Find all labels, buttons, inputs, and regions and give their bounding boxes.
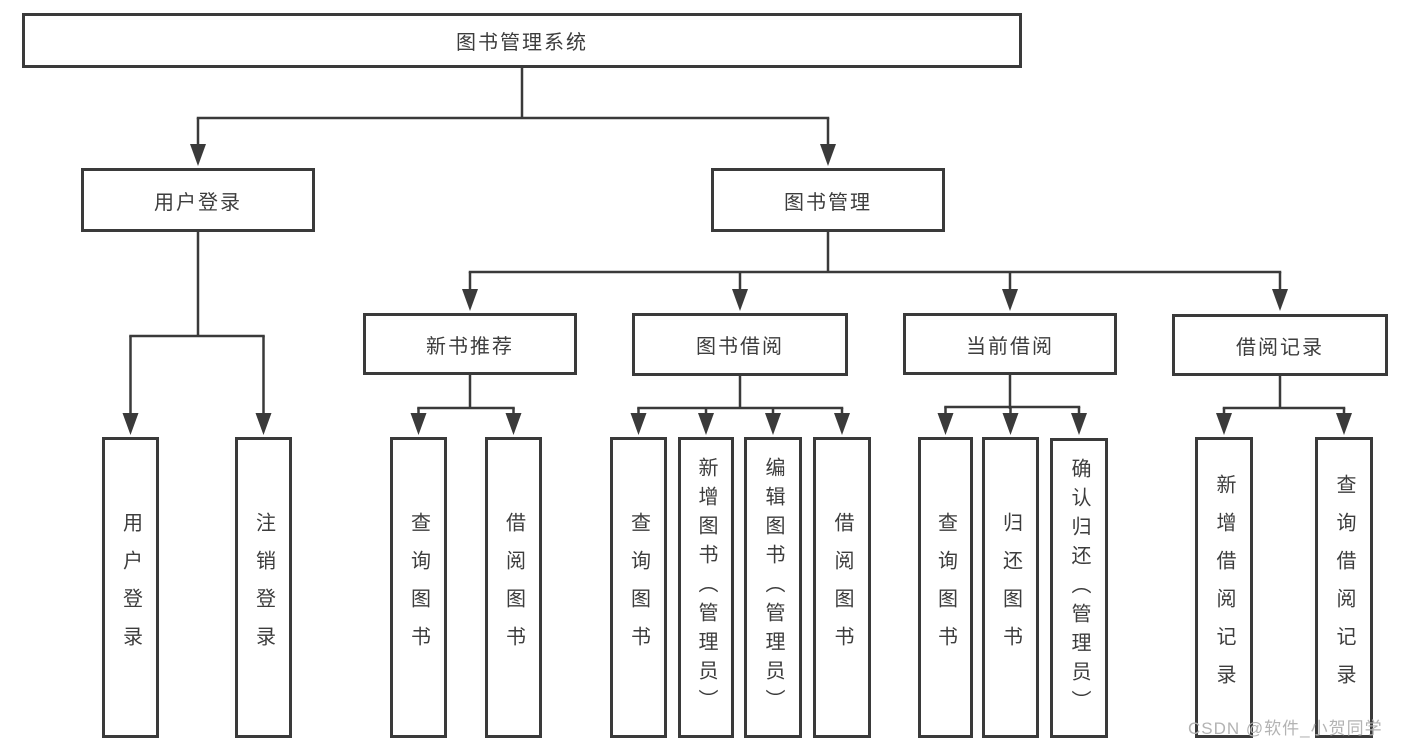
arrow-down-icon <box>1272 289 1288 311</box>
arrow-down-icon <box>190 144 206 166</box>
leaf-logout: 注销登录 <box>235 437 292 738</box>
node-root-label: 图书管理系统 <box>456 32 588 54</box>
arrow-down-icon <box>765 413 781 435</box>
arrow-down-icon <box>1002 289 1018 311</box>
leaf-record-query-label: 查询借阅记录 <box>1333 473 1355 702</box>
arrow-down-icon <box>1002 413 1019 435</box>
connector-current-borrow-split <box>937 375 1087 435</box>
node-borrow-record: 借阅记录 <box>1172 314 1388 376</box>
arrow-down-icon <box>255 413 272 435</box>
leaf-newbook-borrow: 借阅图书 <box>485 437 542 738</box>
leaf-logout-label: 注销登录 <box>252 511 275 664</box>
arrow-down-icon <box>1216 413 1232 435</box>
leaf-record-query: 查询借阅记录 <box>1315 437 1373 738</box>
leaf-current-confirm-return-label: 确认归还（管理员） <box>1068 457 1090 719</box>
leaf-borrow-edit-book-label: 编辑图书（管理员） <box>762 457 784 718</box>
leaf-current-return: 归还图书 <box>982 437 1039 738</box>
arrow-down-icon <box>1071 413 1087 435</box>
node-book-borrow-label: 图书借阅 <box>696 336 784 358</box>
connector-root-split <box>190 68 836 166</box>
arrow-down-icon <box>122 413 139 435</box>
leaf-current-return-label: 归还图书 <box>999 511 1022 664</box>
node-current-borrow-label: 当前借阅 <box>966 335 1054 358</box>
leaf-borrow-add-book: 新增图书（管理员） <box>678 437 734 738</box>
csdn-watermark: CSDN @软件_小贺同学 <box>1188 719 1383 738</box>
leaf-newbook-query-label: 查询图书 <box>407 511 430 664</box>
connector-user-login-split <box>122 232 272 435</box>
arrow-down-icon <box>937 413 954 435</box>
arrow-down-icon <box>630 413 647 435</box>
arrow-down-icon <box>410 413 427 435</box>
node-book-mgmt: 图书管理 <box>711 168 945 232</box>
leaf-user-login-label: 用户登录 <box>119 511 142 664</box>
leaf-borrow-query-label: 查询图书 <box>627 511 650 664</box>
leaf-current-confirm-return: 确认归还（管理员） <box>1050 438 1108 738</box>
leaf-record-add: 新增借阅记录 <box>1195 437 1253 738</box>
node-new-book-recommend: 新书推荐 <box>363 313 577 375</box>
arrow-down-icon <box>820 144 836 166</box>
leaf-borrow-add-book-label: 新增图书（管理员） <box>695 457 717 718</box>
leaf-borrow-borrow-book: 借阅图书 <box>813 437 871 738</box>
node-user-login: 用户登录 <box>81 168 315 232</box>
arrow-down-icon <box>834 413 850 435</box>
leaf-borrow-edit-book: 编辑图书（管理员） <box>744 437 802 738</box>
arrow-down-icon <box>1336 413 1352 435</box>
connector-book-borrow-split <box>630 376 850 435</box>
leaf-borrow-borrow-book-label: 借阅图书 <box>831 511 853 664</box>
leaf-record-add-label: 新增借阅记录 <box>1213 473 1235 702</box>
leaf-current-query-label: 查询图书 <box>934 511 957 664</box>
node-new-book-recommend-label: 新书推荐 <box>426 335 514 358</box>
arrow-down-icon <box>732 289 748 311</box>
leaf-borrow-query: 查询图书 <box>610 437 667 738</box>
leaf-newbook-query: 查询图书 <box>390 437 447 738</box>
connector-new-book-split <box>410 375 522 435</box>
leaf-current-query: 查询图书 <box>918 437 973 738</box>
arrow-down-icon <box>698 413 714 435</box>
connector-borrow-record-split <box>1216 376 1352 435</box>
connector-book-mgmt-split <box>462 232 1288 311</box>
leaf-user-login: 用户登录 <box>102 437 159 738</box>
node-root: 图书管理系统 <box>22 13 1022 68</box>
node-current-borrow: 当前借阅 <box>903 313 1117 375</box>
node-book-mgmt-label: 图书管理 <box>784 191 872 214</box>
node-borrow-record-label: 借阅记录 <box>1236 336 1324 359</box>
arrow-down-icon <box>505 413 522 435</box>
node-book-borrow: 图书借阅 <box>632 313 848 376</box>
node-user-login-label: 用户登录 <box>154 191 242 214</box>
arrow-down-icon <box>462 289 478 311</box>
leaf-newbook-borrow-label: 借阅图书 <box>502 511 525 664</box>
